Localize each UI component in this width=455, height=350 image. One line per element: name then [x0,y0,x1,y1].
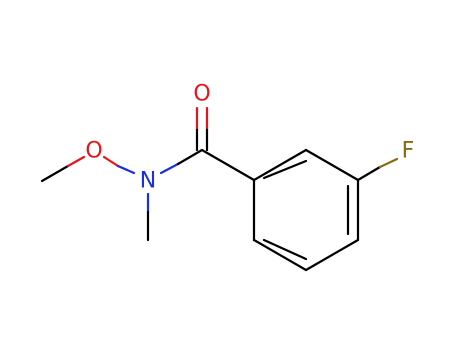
bond-n-c [176,148,204,166]
ring-bond-1 [252,148,308,182]
bond-methyl-o-red [66,155,86,168]
atom-oxygen-carbonyl: O [193,82,210,107]
ring-inner-bond-bottom [262,238,308,261]
ring-bond-4 [304,238,360,272]
ring-bond-2 [304,148,360,182]
bond-c-ring [200,148,256,182]
atom-fluorine: F [402,139,415,164]
bond-c-f [356,165,382,182]
ring-inner-bond-top [262,159,308,180]
atom-oxygen-methoxy: O [85,139,102,164]
bond-c-f-brown [378,157,399,169]
bond-o-n-red [102,155,120,168]
atom-nitrogen: N [140,169,156,194]
bond-methyl-o [40,164,70,183]
bond-n-c-blue [159,162,180,175]
ring-bond-5 [252,238,308,272]
bond-o-n-blue [116,164,136,175]
